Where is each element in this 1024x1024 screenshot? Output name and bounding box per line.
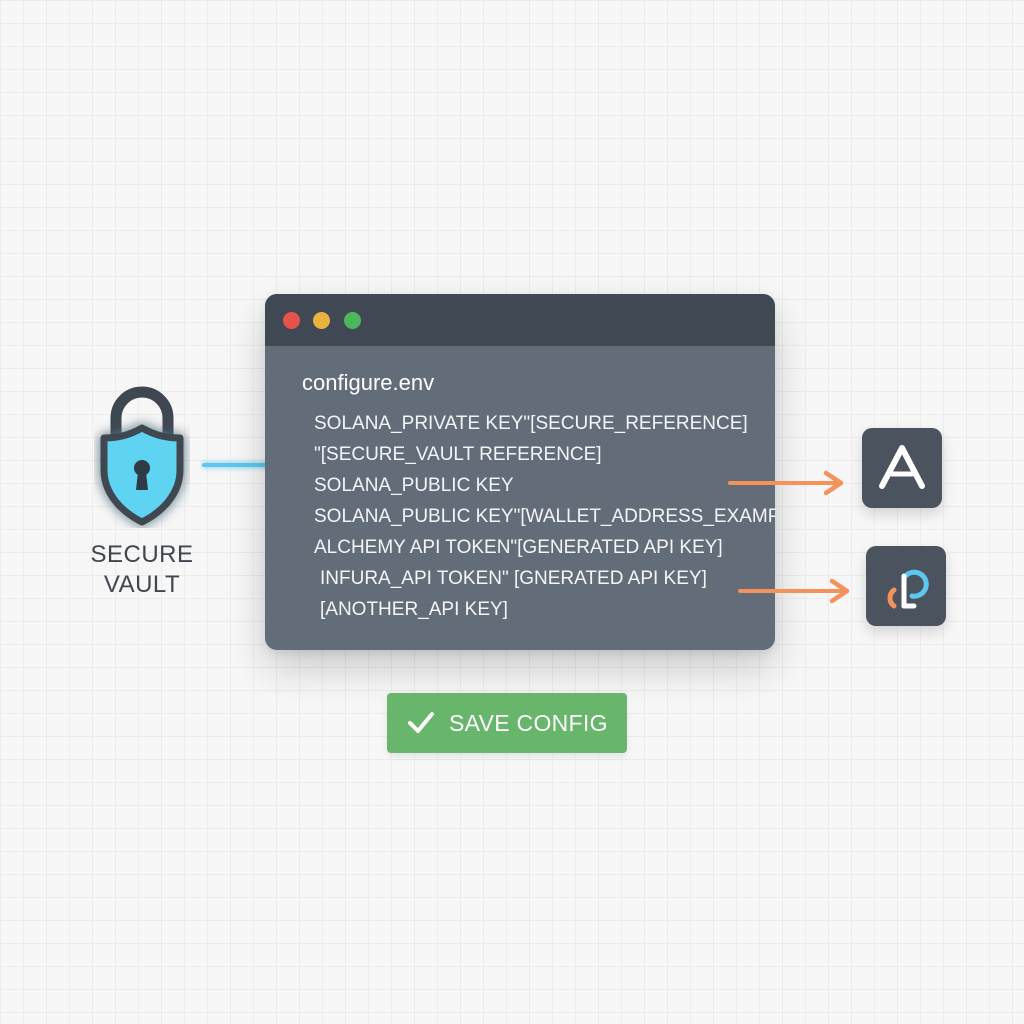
code-line[interactable]: [ANOTHER_API KEY] [320, 599, 508, 620]
code-line[interactable]: SOLANA_PUBLIC KEY [314, 475, 514, 496]
code-line[interactable]: SOLANA_PUBLIC KEY"[WALLET_ADDRESS_EXAMPL… [314, 506, 775, 527]
vault-label-line1: SECURE [90, 541, 194, 568]
maximize-window-dot[interactable] [344, 312, 361, 329]
minimize-window-dot[interactable] [313, 312, 330, 329]
infura-logo-icon [887, 569, 929, 609]
code-line[interactable]: ALCHEMY API TOKEN"[GENERATED API KEY] [314, 537, 723, 558]
editor-filename: configure.env [302, 370, 435, 395]
code-line[interactable]: "[SECURE_VAULT REFERENCE] [314, 444, 602, 465]
checkmark-icon [408, 712, 434, 733]
code-line[interactable]: SOLANA_PRIVATE KEY"[SECURE_REFERENCE] [314, 413, 748, 434]
editor-titlebar [265, 294, 775, 346]
alchemy-arrow-icon [728, 470, 844, 496]
close-window-dot[interactable] [283, 312, 300, 329]
infura-service-tile[interactable] [866, 546, 946, 626]
alchemy-service-tile[interactable] [862, 428, 942, 508]
infura-arrow-icon [738, 578, 850, 604]
env-code-lines[interactable]: SOLANA_PRIVATE KEY"[SECURE_REFERENCE] "[… [314, 408, 775, 625]
vault-label: SECURE VAULT [82, 540, 202, 600]
padlock-shield-icon [100, 386, 184, 526]
code-line[interactable]: INFURA_API TOKEN" [GNERATED API KEY] [320, 568, 707, 589]
secure-vault: SECURE VAULT [82, 378, 202, 608]
alchemy-logo-icon [879, 445, 925, 489]
save-config-button[interactable]: SAVE CONFIG [387, 693, 627, 753]
env-editor-window: configure.env SOLANA_PRIVATE KEY"[SECURE… [265, 294, 775, 650]
save-button-label: SAVE CONFIG [449, 710, 608, 736]
vault-label-line2: VAULT [103, 571, 181, 598]
